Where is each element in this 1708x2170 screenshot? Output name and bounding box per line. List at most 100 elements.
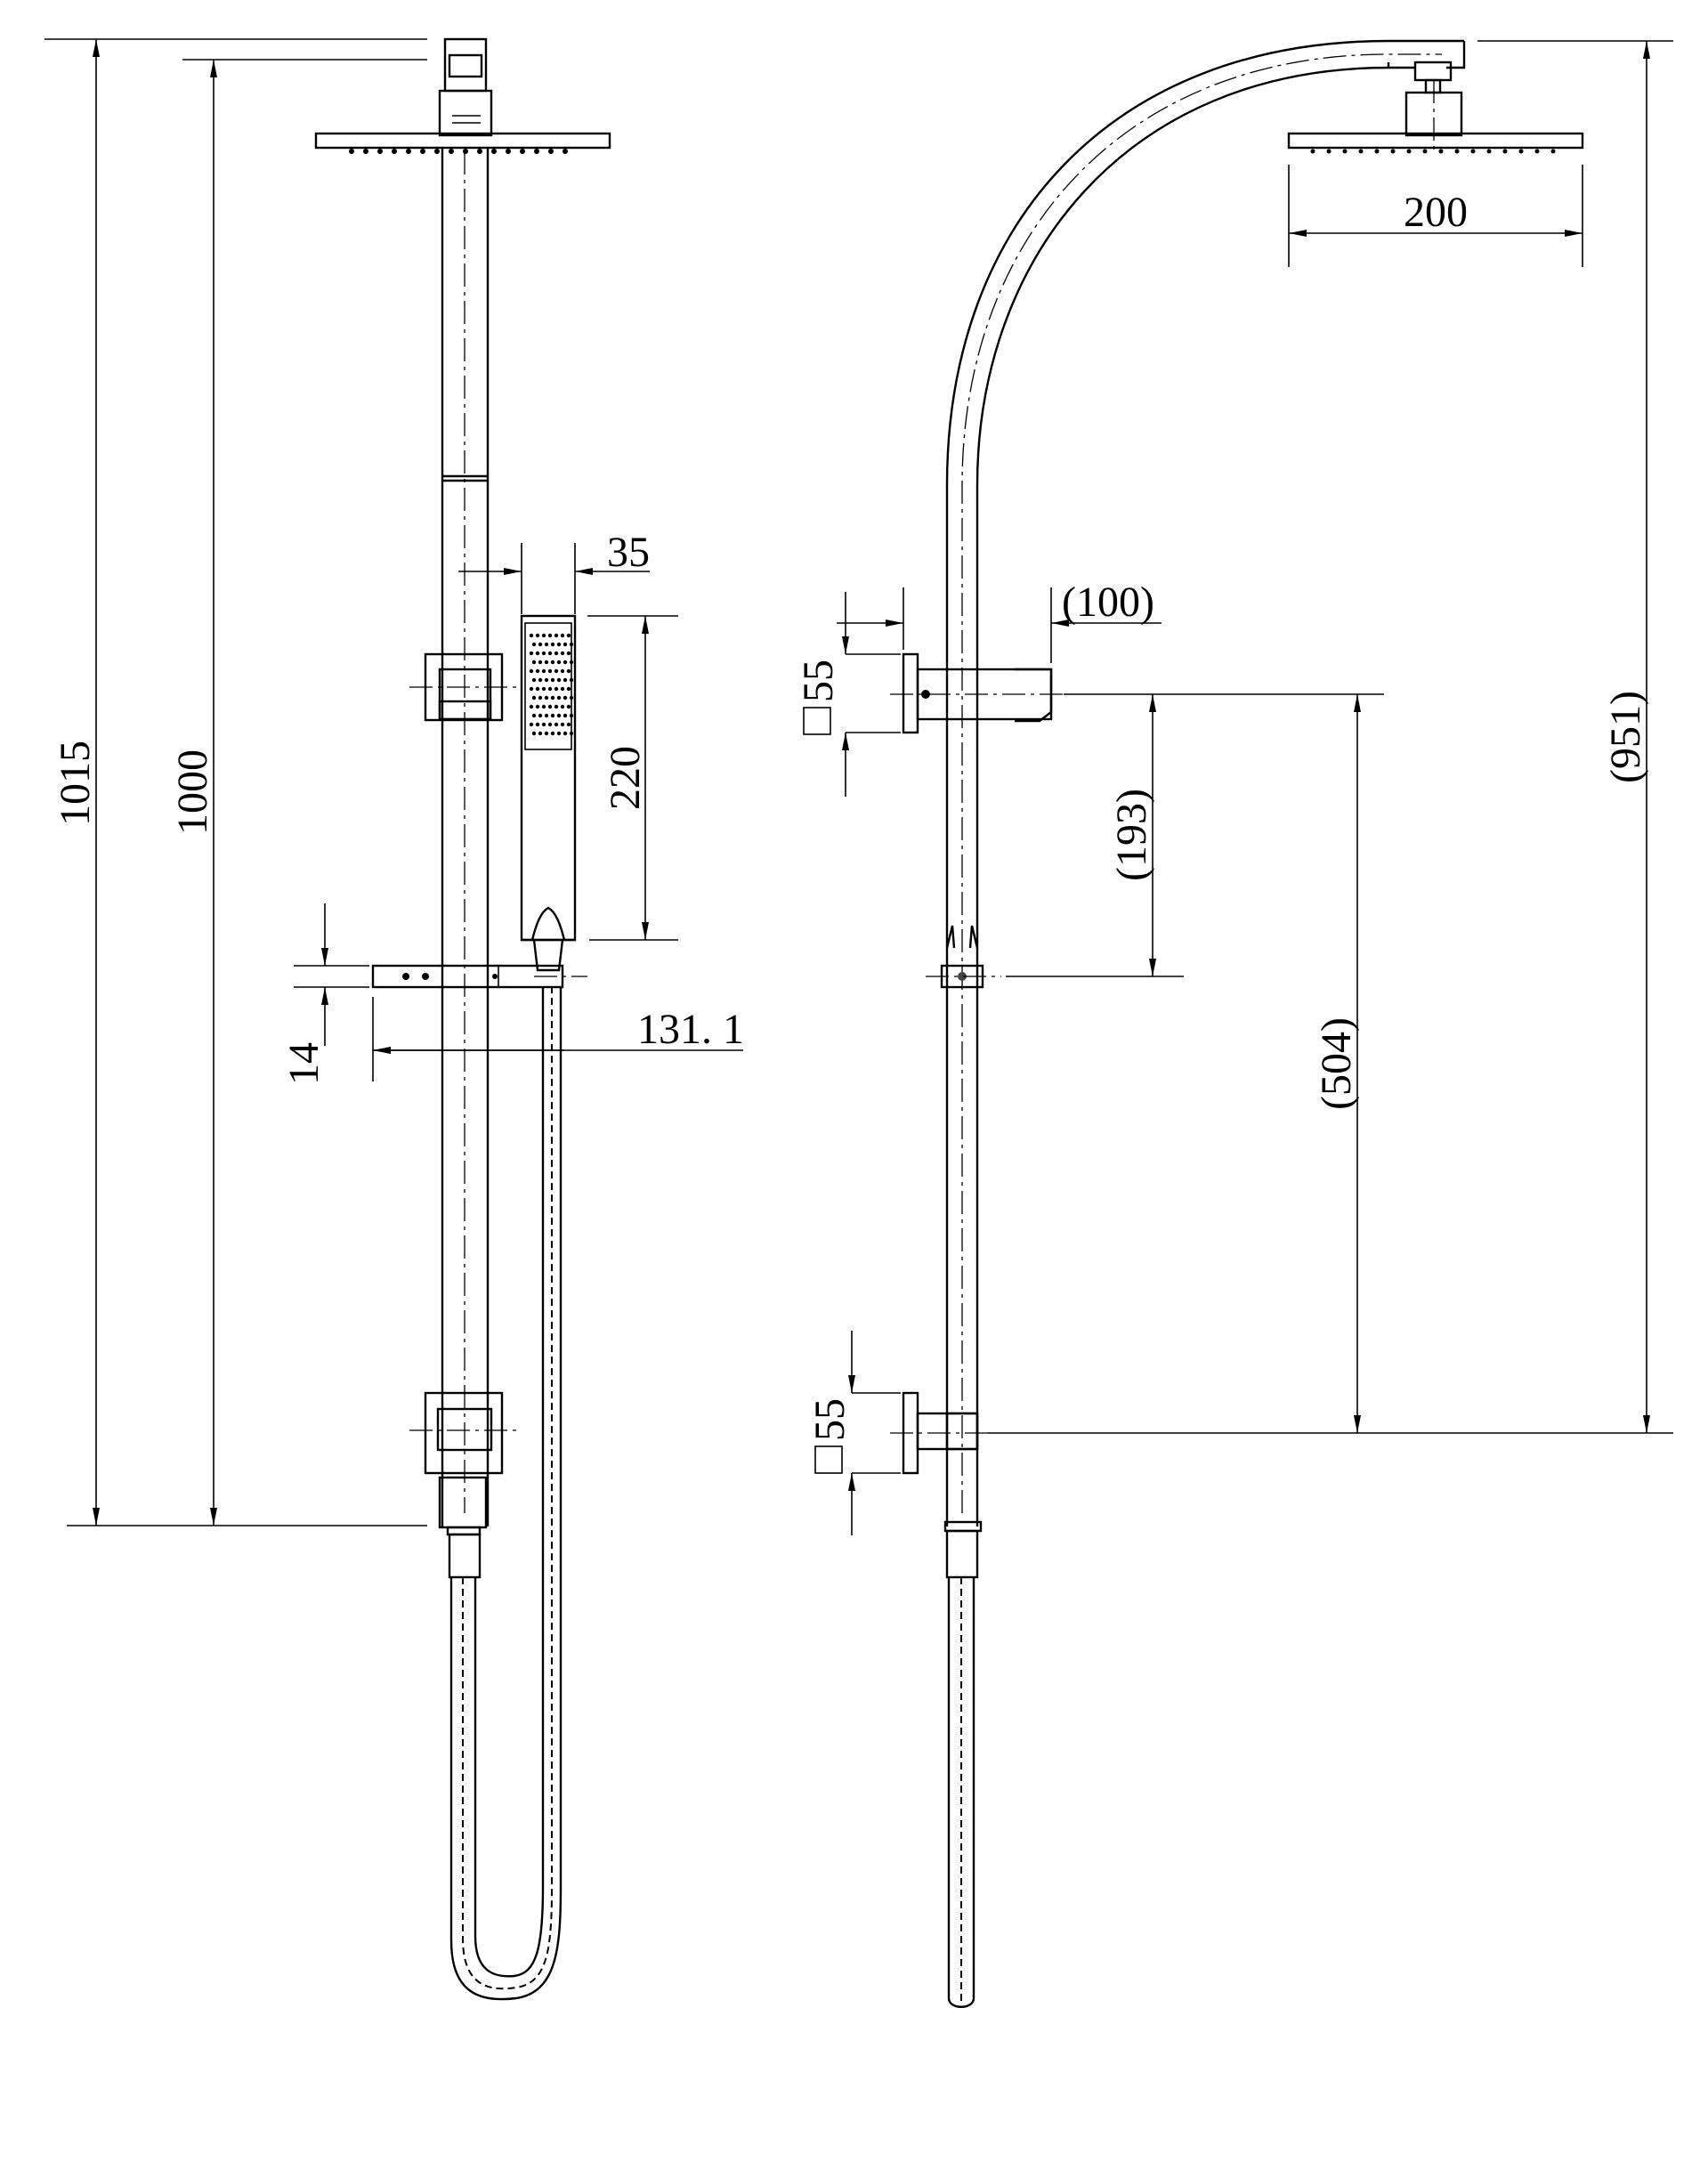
side-outlet: [943, 1520, 983, 1579]
nozzle-dot: [392, 149, 397, 154]
spray-hole: [554, 722, 559, 727]
nozzle-dot: [1470, 149, 1476, 154]
spray-hole: [560, 722, 565, 727]
spray-hole: [563, 660, 568, 665]
nozzle-dot: [1310, 149, 1315, 154]
nozzle-dot: [1406, 149, 1412, 154]
handshower-length-label: 220: [602, 746, 649, 810]
spray-hole: [554, 668, 559, 674]
front-rail: [441, 148, 490, 1526]
spray-hole: [531, 695, 537, 700]
spray-hole: [541, 633, 546, 638]
spray-hole: [535, 633, 540, 638]
spray-hole: [529, 722, 534, 727]
spray-hole: [531, 731, 537, 736]
side-curved-arm: [945, 39, 1466, 1526]
dim-soap-dish-thickness: 14: [280, 903, 369, 1085]
spray-hole: [554, 704, 559, 709]
head-height-label: (951): [1602, 691, 1649, 783]
spray-hole: [544, 660, 549, 665]
overall-height-label: 1015: [52, 741, 99, 826]
spray-hole: [554, 651, 559, 656]
spray-hole: [569, 731, 574, 736]
nozzle-dot: [406, 149, 411, 154]
nozzle-dot: [548, 149, 554, 154]
dim-bracket-spacing: (504): [988, 693, 1673, 1434]
side-hose: [947, 1577, 975, 2008]
nozzle-dot: [520, 149, 525, 154]
nozzle-dot: [1342, 149, 1348, 154]
spray-hole: [566, 668, 571, 674]
spray-hole: [566, 686, 571, 692]
handshower-width-label: 35: [607, 529, 650, 576]
nozzle-dot: [434, 149, 440, 154]
nozzle-dot: [363, 149, 368, 154]
upper-flange-label: 55: [795, 660, 842, 702]
nozzle-dot: [1502, 149, 1508, 154]
front-hose: [449, 988, 563, 2001]
spray-hole: [566, 704, 571, 709]
spray-hole: [563, 695, 568, 700]
spray-hole: [538, 642, 543, 647]
nozzle-dot: [1550, 149, 1556, 154]
spray-hole: [547, 722, 553, 727]
spray-hole: [556, 677, 562, 683]
spray-hole: [538, 731, 543, 736]
nozzle-dot: [563, 149, 568, 154]
spray-hole: [544, 713, 549, 718]
nozzle-dot: [1534, 149, 1540, 154]
spray-hole: [556, 713, 562, 718]
nozzle-dot: [1358, 149, 1364, 154]
spray-hole: [541, 668, 546, 674]
nozzle-dot: [377, 149, 383, 154]
spray-hole: [550, 660, 555, 665]
spray-hole: [563, 677, 568, 683]
nozzle-dot: [1390, 149, 1396, 154]
spray-hole: [538, 660, 543, 665]
spray-hole: [556, 731, 562, 736]
spray-hole: [535, 722, 540, 727]
square-symbol-lower: [814, 1445, 843, 1474]
lower-flange-label: 55: [806, 1398, 854, 1441]
spray-hole: [529, 704, 534, 709]
dim-soap-dish-depth: 131. 1: [372, 997, 744, 1081]
spray-hole: [569, 677, 574, 683]
dim-rail-height: 1000: [169, 59, 427, 1526]
dim-head-height: (951): [1477, 40, 1673, 1433]
bracket-spacing-label: (504): [1313, 1017, 1360, 1110]
spray-hole: [529, 668, 534, 674]
spray-hole: [544, 677, 549, 683]
spray-hole: [569, 660, 574, 665]
nozzle-dot: [349, 149, 354, 154]
spray-hole: [569, 642, 574, 647]
spray-hole: [538, 677, 543, 683]
spray-hole: [560, 651, 565, 656]
spray-hole: [547, 668, 553, 674]
spray-hole: [554, 633, 559, 638]
spray-hole: [541, 722, 546, 727]
front-upper-bracket: [409, 652, 516, 722]
spray-hole: [531, 677, 537, 683]
spray-hole: [560, 704, 565, 709]
spray-hole: [529, 686, 534, 692]
side-lower-bracket: [890, 1391, 988, 1475]
spray-hole: [550, 713, 555, 718]
soap-dish-depth-label: 131. 1: [637, 1006, 744, 1053]
head-diameter-label: 200: [1404, 189, 1468, 236]
spray-hole: [547, 704, 553, 709]
spray-hole: [535, 704, 540, 709]
nozzle-dot: [1438, 149, 1444, 154]
dim-head-diameter: 200: [1288, 165, 1583, 267]
spray-hole: [541, 704, 546, 709]
spray-hole: [550, 695, 555, 700]
spray-hole: [566, 651, 571, 656]
dim-handshower-width: 35: [458, 529, 650, 614]
spray-hole: [529, 633, 534, 638]
dim-lower-flange: 55: [806, 1331, 901, 1535]
spray-hole: [556, 642, 562, 647]
holder-spacing-label: (193): [1108, 789, 1155, 881]
spray-hole: [556, 660, 562, 665]
spray-hole: [541, 651, 546, 656]
spray-hole: [531, 660, 537, 665]
